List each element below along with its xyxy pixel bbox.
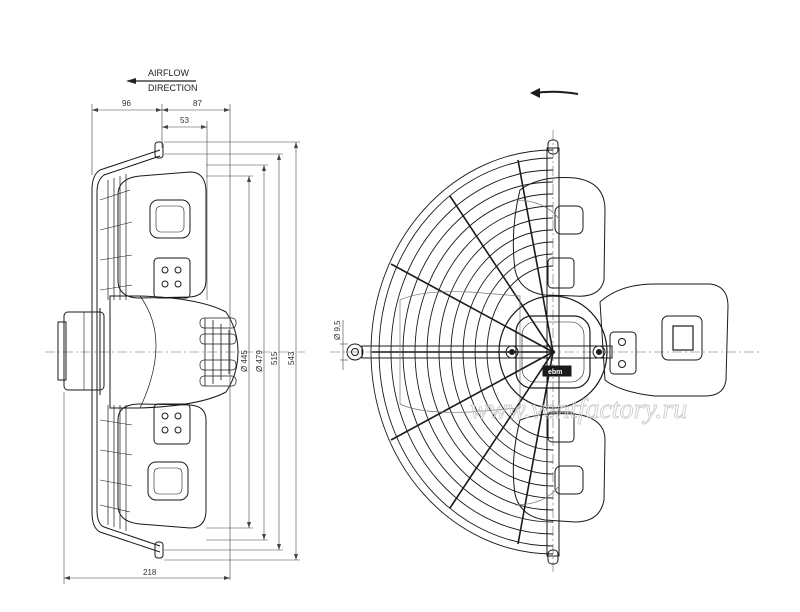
dim-543: 543 [287,351,296,365]
front-motor-housing [498,295,608,409]
front-blade-bottom [512,411,606,523]
dim-218: 218 [143,568,157,577]
dim-53: 53 [180,116,189,125]
front-blade-left-ghost [399,199,561,506]
side-view-dimensions [63,104,300,584]
dim-87: 87 [193,99,202,108]
side-lower-blade [117,403,207,529]
side-motor-terminal [57,308,105,395]
side-rotor-hub [109,295,239,409]
dim-diameter-479: Ø 479 [255,350,264,372]
front-mounting-bar [346,139,613,565]
dim-515: 515 [270,351,279,365]
front-blade-top [512,177,606,297]
airflow-arrow-icon [126,78,136,84]
side-upper-blade [117,171,207,299]
airflow-label-line1: AIRFLOW [148,68,190,78]
front-view [330,130,760,575]
side-guard-wires [91,141,164,559]
airflow-label-line2: DIRECTION [148,83,198,93]
watermark-text: www.ventfactory.ru [470,394,687,425]
motor-logo-plate [542,365,572,377]
side-dimension-arrows [64,108,298,580]
side-view [45,141,305,559]
dim-hole-diameter: Ø 9,5 [333,320,342,340]
hole-dimension [340,320,348,370]
dim-96: 96 [122,99,131,108]
front-guard-spokes [372,159,554,545]
motor-logo: ebm [548,369,562,376]
rotation-arrow-icon [530,88,540,98]
rotation-direction-arrow [530,88,579,98]
airflow-direction-label: AIRFLOW DIRECTION [126,68,198,93]
front-blade-right [599,283,729,397]
dim-diameter-445: Ø 445 [240,350,249,372]
